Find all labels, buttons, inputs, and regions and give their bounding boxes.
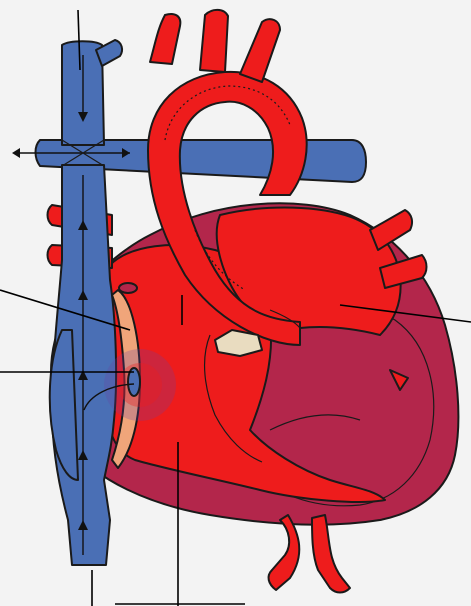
coronary-sinus — [119, 283, 137, 293]
aorta-branch-2 — [200, 10, 228, 72]
